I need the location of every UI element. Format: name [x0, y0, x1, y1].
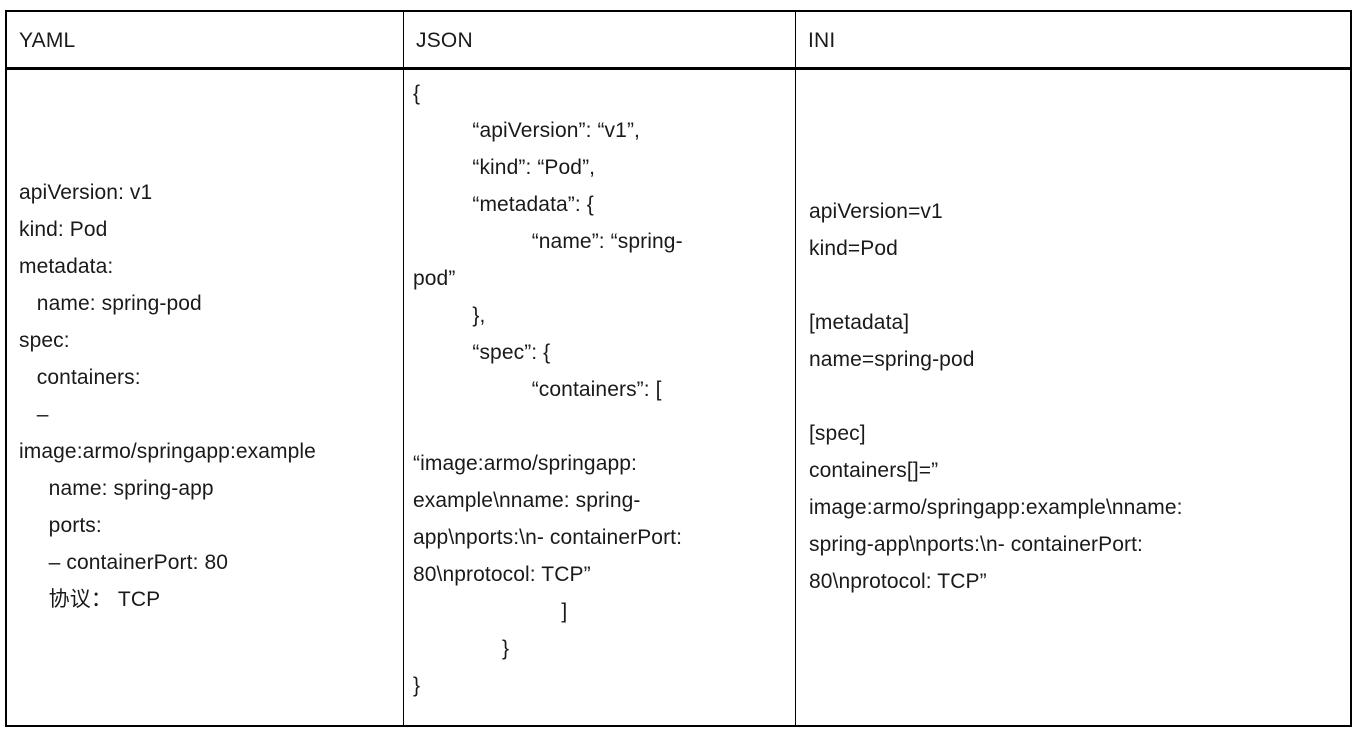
table-header-row: YAML JSON INI [7, 12, 1350, 70]
code-line: – containerPort: 80 [19, 551, 229, 574]
code-line: app\nports:\n- containerPort: [413, 526, 683, 549]
code-line: image:armo/springapp:example [19, 440, 316, 463]
code-line: pod” [413, 267, 456, 290]
column-divider-2-body [795, 70, 796, 725]
code-line: name: spring-app [19, 477, 214, 500]
code-line [809, 267, 1183, 304]
json-code-block: { “apiVersion”: “v1”, “kind”: “Pod”, “me… [413, 75, 683, 704]
code-line: kind=Pod [809, 237, 898, 260]
code-line: containers[]=” [809, 459, 939, 482]
code-line: “apiVersion”: “v1”, [413, 119, 640, 142]
column-divider-1 [403, 12, 404, 67]
code-line: [metadata] [809, 311, 910, 334]
code-line: } [413, 674, 421, 697]
column-divider-1-body [403, 70, 404, 725]
code-line: spring-app\nports:\n- containerPort: [809, 533, 1143, 556]
column-header-ini: INI [808, 29, 836, 52]
config-formats-table: YAML JSON INI apiVersion: v1 kind: Pod met… [5, 10, 1352, 727]
code-line: “name”: “spring- [413, 230, 683, 253]
code-line: apiVersion=v1 [809, 200, 943, 223]
column-header-yaml: YAML [19, 29, 76, 52]
code-line: containers: [19, 366, 141, 389]
yaml-code-block: apiVersion: v1 kind: Pod metadata: name: s… [19, 174, 316, 618]
code-line: “kind”: “Pod”, [413, 156, 596, 179]
code-line: “image:armo/springapp: [413, 452, 637, 475]
code-line: “containers”: [ [413, 378, 662, 401]
code-line: [spec] [809, 422, 866, 445]
cell-ini: apiVersion=v1 kind=Pod [metadata] name=spr… [796, 70, 1350, 725]
code-line: ports: [19, 514, 102, 537]
code-line: }, [413, 304, 486, 327]
code-line: metadata: [19, 255, 114, 278]
code-line: 协议： TCP [19, 588, 161, 611]
code-line: name=spring-pod [809, 348, 975, 371]
code-line: 80\nprotocol: TCP” [413, 563, 591, 586]
code-line [413, 408, 683, 445]
code-line: } [413, 637, 510, 660]
column-header-json: JSON [416, 29, 473, 52]
code-line: – [19, 403, 49, 426]
code-line [809, 378, 1183, 415]
code-line: spec: [19, 329, 70, 352]
code-line: kind: Pod [19, 218, 108, 241]
ini-code-block: apiVersion=v1 kind=Pod [metadata] name=spr… [809, 193, 1183, 600]
cell-json: { “apiVersion”: “v1”, “kind”: “Pod”, “me… [404, 70, 795, 725]
code-line: image:armo/springapp:example\nname: [809, 496, 1183, 519]
code-line: “metadata”: { [413, 193, 594, 216]
table-body-row: apiVersion: v1 kind: Pod metadata: name: s… [7, 70, 1350, 725]
code-line: apiVersion: v1 [19, 181, 153, 204]
column-divider-2 [795, 12, 796, 67]
code-line: example\nname: spring- [413, 489, 641, 512]
code-line: { [413, 82, 421, 105]
code-line: 80\nprotocol: TCP” [809, 570, 987, 593]
code-line: name: spring-pod [19, 292, 202, 315]
code-line: “spec”: { [413, 341, 551, 364]
cell-yaml: apiVersion: v1 kind: Pod metadata: name: s… [7, 70, 403, 725]
code-line: ] [413, 600, 568, 623]
